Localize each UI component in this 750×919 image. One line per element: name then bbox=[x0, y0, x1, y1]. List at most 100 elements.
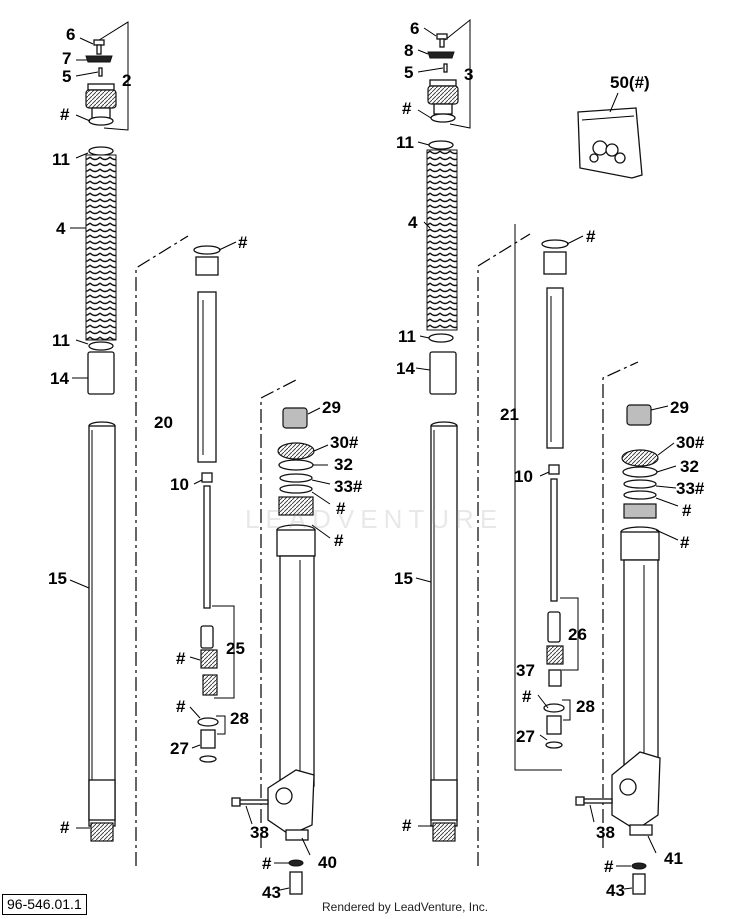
callout-hash-6-left: # bbox=[176, 649, 186, 668]
pin-5-left bbox=[98, 67, 103, 77]
fork-tube-15-right bbox=[430, 421, 458, 842]
diagram-code-label: 96-546.01.1 bbox=[2, 894, 87, 915]
callout-43-right: 43 bbox=[606, 881, 625, 900]
callout-4-left: 4 bbox=[56, 219, 66, 238]
washer-right bbox=[631, 862, 647, 870]
slider-boundary-right bbox=[602, 361, 639, 848]
callout-28-left: 28 bbox=[230, 709, 249, 728]
bolt-43-left bbox=[289, 871, 303, 895]
axle-bolt-38-left bbox=[231, 797, 269, 807]
boundary-20 bbox=[135, 235, 189, 866]
callout-hash-4-right: # bbox=[682, 501, 692, 520]
seal-stack-left bbox=[277, 407, 315, 516]
callout-37: 37 bbox=[516, 661, 535, 680]
bracket-2 bbox=[95, 21, 129, 131]
callout-26: 26 bbox=[568, 625, 587, 644]
callout-hash-8-left: # bbox=[262, 854, 272, 873]
bushing-29-right bbox=[626, 404, 652, 426]
callout-38-right: 38 bbox=[596, 823, 615, 842]
slider-boundary-left bbox=[260, 379, 297, 848]
clip-33-right bbox=[623, 479, 657, 489]
damper-rod-left bbox=[193, 245, 221, 763]
right-fork-assembly bbox=[415, 18, 679, 895]
right-callouts: 6 8 5 3 # 11 4 11 14 15 # 21 10 29 30# 3… bbox=[394, 19, 705, 900]
callout-27-left: 27 bbox=[170, 739, 189, 758]
callout-50-kit: 50(#) bbox=[610, 73, 650, 92]
callout-43-left: 43 bbox=[262, 883, 281, 902]
pin-5-right bbox=[443, 63, 448, 73]
callout-14-right: 14 bbox=[396, 359, 415, 378]
axle-bolt-38-right bbox=[575, 796, 613, 806]
bracket-28-right bbox=[562, 699, 571, 721]
callout-5-right: 5 bbox=[404, 63, 413, 82]
bolt-43-right bbox=[632, 873, 646, 895]
callout-hash-1-right: # bbox=[402, 99, 412, 118]
callout-20: 20 bbox=[154, 413, 173, 432]
callout-14-left: 14 bbox=[50, 369, 69, 388]
spring-washer-11b-right bbox=[428, 333, 454, 343]
callout-6-right: 6 bbox=[410, 19, 419, 38]
bushing-29-left bbox=[282, 407, 308, 429]
callout-30-left: 30# bbox=[330, 433, 359, 452]
left-callouts: 6 7 5 2 # 11 4 11 14 15 # 20 10 29 30# 3… bbox=[48, 25, 363, 902]
callout-38-left: 38 bbox=[250, 823, 269, 842]
seal-30-left bbox=[277, 442, 315, 460]
fork-tube-15-left bbox=[88, 421, 116, 842]
bracket-28-left bbox=[216, 715, 226, 735]
callout-10-left: 10 bbox=[170, 475, 189, 494]
callout-41: 41 bbox=[664, 849, 683, 868]
callout-11b-right: 11 bbox=[398, 327, 416, 346]
callout-33-left: 33# bbox=[334, 477, 363, 496]
callout-hash-3-left: # bbox=[60, 818, 70, 837]
callout-29-left: 29 bbox=[322, 398, 341, 417]
clip-33-left bbox=[279, 473, 313, 483]
washer-left bbox=[288, 859, 304, 867]
callout-33-right: 33# bbox=[676, 479, 705, 498]
spring-washer-11b-left bbox=[88, 341, 114, 351]
callout-15-right: 15 bbox=[394, 569, 413, 588]
spring-washer-11a-right bbox=[428, 140, 454, 150]
callout-hash-3-right: # bbox=[402, 816, 412, 835]
lower-slider-41 bbox=[611, 526, 661, 836]
callout-hash-7-left: # bbox=[176, 697, 186, 716]
callout-32-left: 32 bbox=[334, 455, 353, 474]
callout-5-left: 5 bbox=[62, 67, 71, 86]
bracket-26 bbox=[560, 597, 579, 671]
callout-10-right: 10 bbox=[514, 467, 533, 486]
valve-37 bbox=[548, 669, 562, 687]
left-fork-assembly bbox=[69, 21, 331, 895]
callout-4-right: 4 bbox=[408, 213, 418, 232]
callout-29-right: 29 bbox=[670, 398, 689, 417]
callout-7: 7 bbox=[62, 49, 71, 68]
callout-11b-left: 11 bbox=[52, 331, 70, 350]
callout-32-right: 32 bbox=[680, 457, 699, 476]
callout-28-right: 28 bbox=[576, 697, 595, 716]
callout-hash-7-right: # bbox=[604, 857, 614, 876]
callout-30-right: 30# bbox=[676, 433, 705, 452]
callout-8: 8 bbox=[404, 41, 413, 60]
callout-6-left: 6 bbox=[66, 25, 75, 44]
spacer-14-left bbox=[87, 351, 115, 395]
callout-25: 25 bbox=[226, 639, 245, 658]
callout-40: 40 bbox=[318, 853, 337, 872]
seal-stack-right bbox=[621, 404, 659, 519]
boundary-21 bbox=[477, 233, 531, 866]
callout-hash-1-left: # bbox=[60, 105, 70, 124]
callout-11a-right: 11 bbox=[396, 133, 414, 152]
screw-6-left bbox=[93, 39, 105, 55]
callout-hash-5-right: # bbox=[680, 533, 690, 552]
nut-8 bbox=[427, 51, 455, 59]
bushing-10-left bbox=[201, 472, 213, 483]
bushing-stack-left bbox=[278, 496, 314, 516]
callout-21: 21 bbox=[500, 405, 519, 424]
spring-4-left bbox=[85, 154, 117, 341]
parts-kit-bag-50 bbox=[577, 92, 643, 179]
callout-hash-2-left: # bbox=[238, 233, 248, 252]
callout-2: 2 bbox=[122, 71, 131, 90]
callout-27-right: 27 bbox=[516, 727, 535, 746]
watermark: LEADVENTURE bbox=[245, 504, 504, 534]
callout-hash-2-right: # bbox=[586, 227, 596, 246]
callout-11a-left: 11 bbox=[52, 150, 70, 169]
nut-7 bbox=[85, 55, 113, 63]
fork-cap-left bbox=[85, 83, 117, 126]
